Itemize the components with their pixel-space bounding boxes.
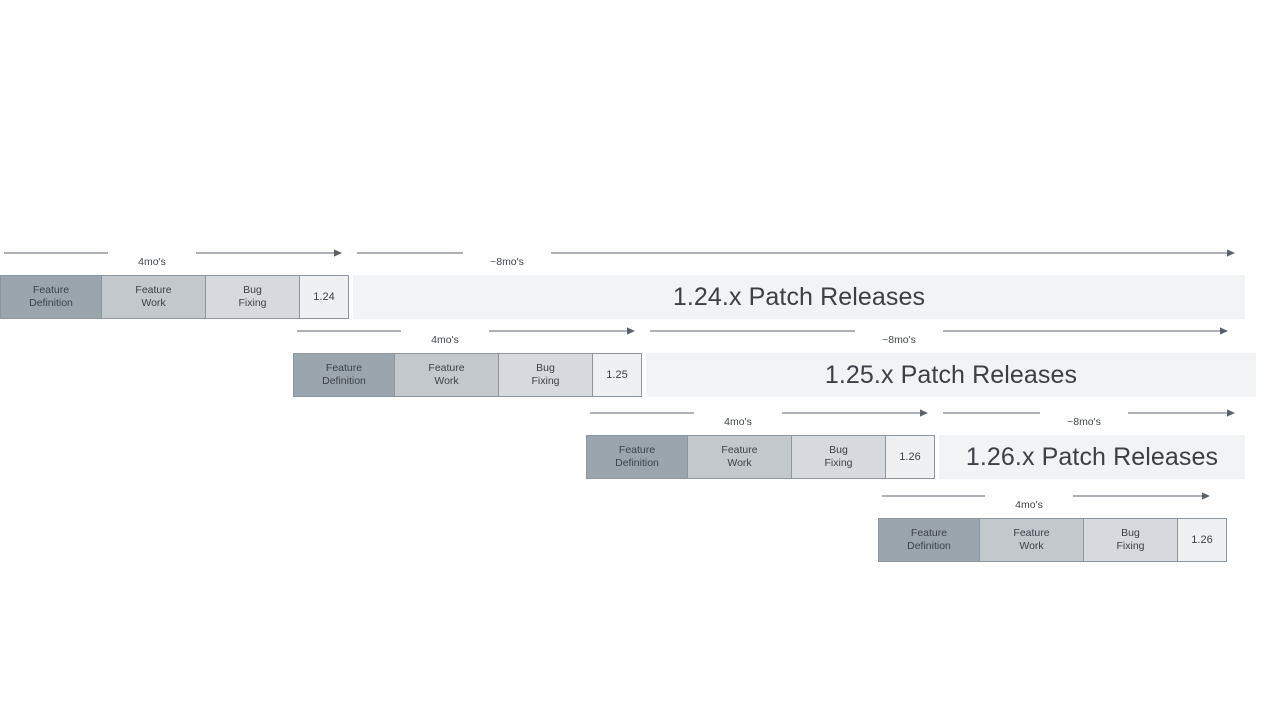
measure-patch-cycle-1: ~8mo's	[650, 326, 1228, 348]
measure-patch-cycle-2: ~8mo's	[943, 408, 1235, 430]
phase-feature-work-line1: Feature	[721, 444, 758, 456]
phase-feature-definition-line2: Definition	[907, 540, 951, 552]
measure-dev-cycle-1-label: 4mo's	[431, 334, 459, 346]
measure-dev-cycle-0-line	[4, 249, 342, 257]
phase-feature-definition-line1: Feature	[618, 444, 656, 456]
phase-feature-definition-line2: Definition	[29, 297, 73, 309]
phase-feature-definition-line1: Feature	[325, 362, 363, 374]
patch-release-band-1.24: 1.24.x Patch Releases	[353, 275, 1245, 319]
phase-bug-fixing-line2: Fixing	[238, 297, 267, 309]
measure-patch-cycle-0-line	[357, 249, 1235, 257]
phase-feature-definition-line2: Definition	[322, 375, 366, 387]
measure-dev-cycle-0-label: 4mo's	[138, 256, 166, 268]
phase-feature-work-line2: Work	[1019, 540, 1044, 552]
measure-patch-cycle-1-line	[650, 327, 1228, 335]
version-label: 1.24	[313, 290, 335, 303]
phase-feature-work-line2: Work	[141, 297, 166, 309]
measure-dev-cycle-1-line	[297, 327, 635, 335]
measure-dev-cycle-3-line	[882, 492, 1210, 500]
patch-release-band-1.26: 1.26.x Patch Releases	[939, 435, 1245, 479]
measure-patch-cycle-2-line	[943, 409, 1235, 417]
phase-bug-fixing-line1: Bug	[829, 444, 848, 456]
phase-feature-definition-line1: Feature	[32, 284, 70, 296]
measure-dev-cycle-2: 4mo's	[590, 408, 928, 430]
measure-dev-cycle-3-label: 4mo's	[1015, 499, 1043, 511]
phase-feature-work-line1: Feature	[1013, 527, 1050, 539]
version-marker-1.25[interactable]: 1.25	[593, 354, 641, 396]
version-marker-1.24[interactable]: 1.24	[300, 276, 348, 318]
measure-dev-cycle-2-label: 4mo's	[724, 416, 752, 428]
phase-feature-definition-line1: Feature	[910, 527, 948, 539]
version-marker-1.26[interactable]: 1.26	[886, 436, 934, 478]
phase-feature-work-line1: Feature	[135, 284, 172, 296]
patch-release-band-1.25: 1.25.x Patch Releases	[646, 353, 1256, 397]
measure-dev-cycle-1: 4mo's	[297, 326, 635, 348]
phase-bug-fixing-line2: Fixing	[824, 457, 853, 469]
phase-feature-definition-line2: Definition	[615, 457, 659, 469]
phase-feature-work-line1: Feature	[428, 362, 465, 374]
version-label: 1.26	[1191, 533, 1213, 546]
measure-dev-cycle-0: 4mo's	[4, 248, 342, 270]
phase-feature-work-line2: Work	[727, 457, 752, 469]
measure-patch-cycle-0: ~8mo's	[357, 248, 1235, 270]
version-label: 1.25	[606, 368, 628, 381]
measure-dev-cycle-3: 4mo's	[882, 491, 1210, 513]
phase-bug-fixing-line1: Bug	[1121, 527, 1140, 539]
phase-feature-work-line2: Work	[434, 375, 459, 387]
version-label: 1.26	[899, 450, 921, 463]
patch-release-label: 1.26.x Patch Releases	[965, 442, 1219, 471]
phase-bug-fixing-line2: Fixing	[1116, 540, 1145, 552]
measure-patch-cycle-1-label: ~8mo's	[882, 334, 916, 346]
patch-release-label: 1.24.x Patch Releases	[672, 282, 926, 311]
phase-bug-fixing-line2: Fixing	[531, 375, 560, 387]
measure-patch-cycle-2-label: ~8mo's	[1067, 416, 1101, 428]
version-marker-1.26[interactable]: 1.26	[1178, 519, 1226, 561]
measure-patch-cycle-0-label: ~8mo's	[490, 256, 524, 268]
patch-release-label: 1.25.x Patch Releases	[824, 360, 1078, 389]
phase-bug-fixing-line1: Bug	[536, 362, 555, 374]
phase-bug-fixing-line1: Bug	[243, 284, 262, 296]
measure-dev-cycle-2-line	[590, 409, 928, 417]
